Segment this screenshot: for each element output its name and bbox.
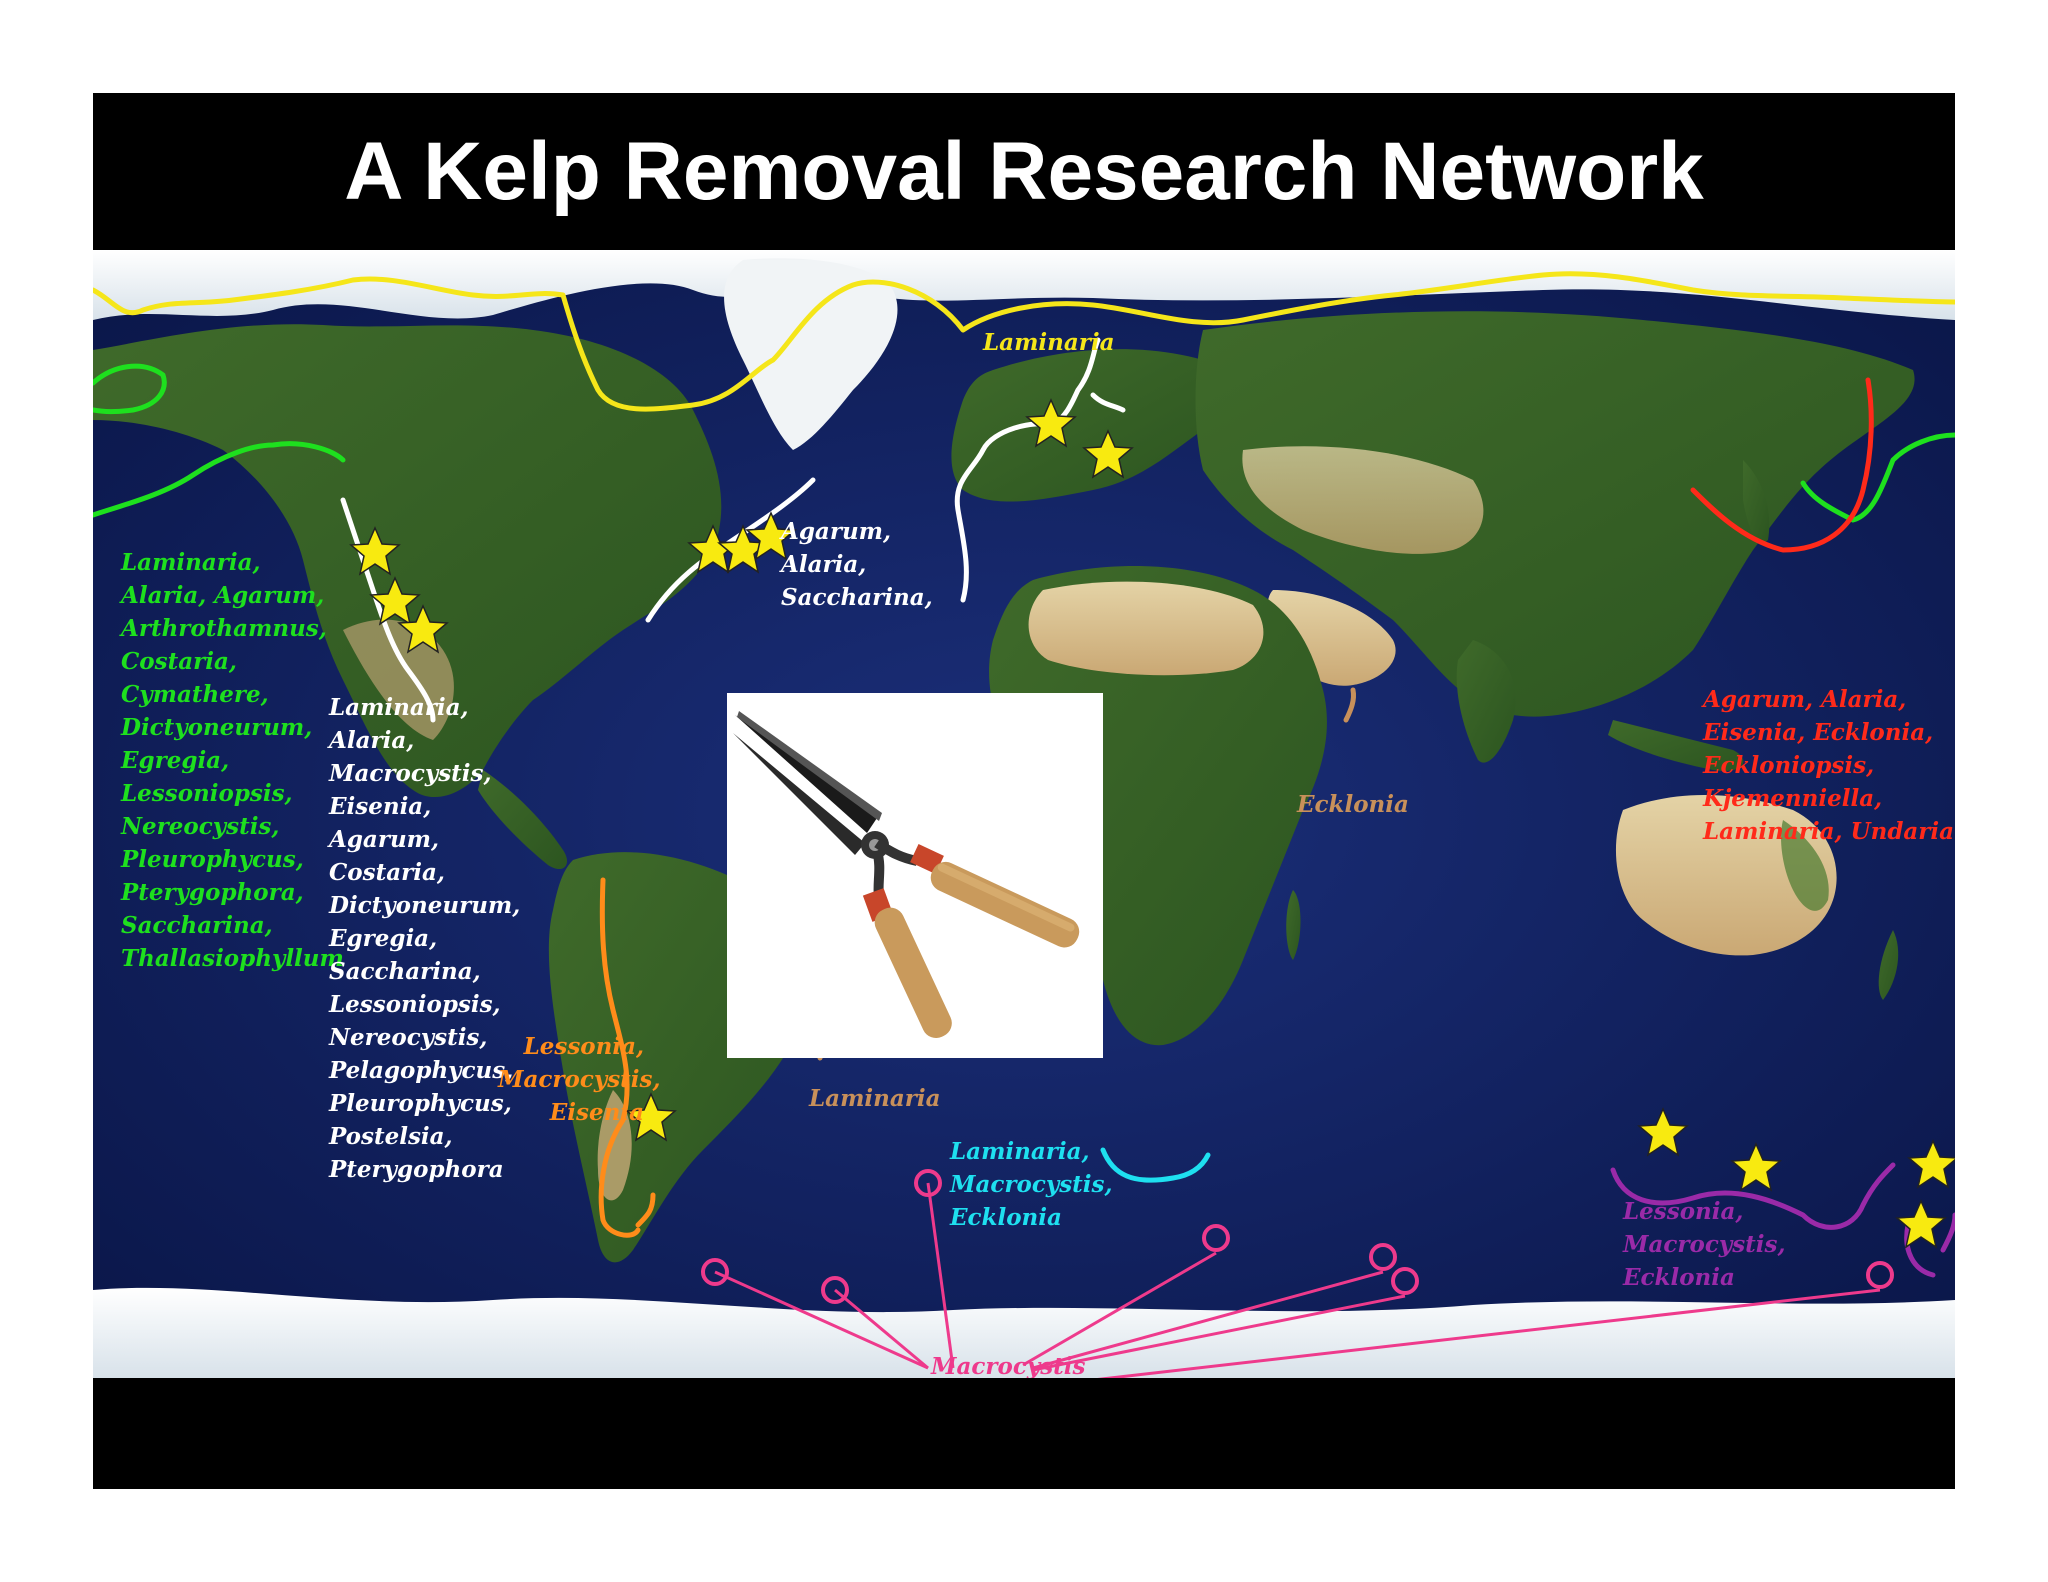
pink-circle-6: [1391, 1267, 1419, 1295]
star-icon: [1637, 1107, 1689, 1157]
label-south-africa: Laminaria, Macrocystis, Ecklonia: [950, 1138, 1113, 1231]
star-icon: [1895, 1199, 1947, 1249]
label-ne-pacific-white: Laminaria, Alaria, Macrocystis, Eisenia,…: [329, 694, 521, 1183]
page-title: A Kelp Removal Research Network: [344, 125, 1704, 217]
orange-range-line-cape-horn: [635, 1192, 656, 1228]
central-asia-desert: [1242, 446, 1484, 554]
white-range-line-nw-atlantic: [645, 477, 816, 623]
new-zealand: [1878, 930, 1899, 1000]
star-icon: [369, 576, 421, 626]
pink-circle-3: [914, 1169, 942, 1197]
pink-circle-1: [701, 1258, 729, 1286]
research-sites: [349, 398, 1955, 1249]
pink-line-3: [926, 1182, 955, 1369]
bottom-bar: [93, 1378, 1955, 1489]
star-icon: [1025, 398, 1077, 448]
white-range-line-ne-pacific: [340, 497, 436, 723]
pink-circle-5: [1369, 1243, 1397, 1271]
label-ne-pacific-green: Laminaria, Alaria, Agarum, Arthrothamnus…: [121, 549, 344, 972]
sahara: [1028, 581, 1264, 676]
north-america: [93, 324, 722, 798]
star-icon: [1907, 1139, 1955, 1189]
tan-range-line-arabia: [1343, 687, 1356, 723]
pink-line-7: [1097, 1288, 1881, 1378]
india: [1456, 640, 1516, 763]
star-icon: [625, 1092, 677, 1142]
pink-line-6: [1032, 1294, 1406, 1372]
label-southern-ocean: Macrocystis: [931, 1353, 1086, 1378]
slide: A Kelp Removal Research Network: [93, 93, 1955, 1489]
orange-range-line: [598, 877, 641, 1238]
red-range-line: [1690, 377, 1874, 553]
star-icon: [349, 526, 401, 576]
shears-icon: [727, 693, 1103, 1058]
macrocystis-lines: [714, 1182, 1881, 1378]
label-arabia: Ecklonia: [1297, 791, 1409, 818]
australia-east-coast: [1781, 820, 1829, 911]
pink-circle-7: [1866, 1261, 1894, 1289]
japan: [1743, 460, 1770, 543]
green-range-line-aleutian: [93, 363, 167, 414]
antarctic-ice: [93, 1287, 1955, 1378]
star-icon: [1082, 429, 1134, 479]
star-icon: [397, 604, 449, 654]
label-brazil: Laminaria: [809, 1085, 941, 1112]
pink-line-1: [714, 1270, 929, 1370]
yellow-range-line: [93, 271, 1955, 412]
pink-line-2: [834, 1288, 929, 1370]
pink-line-5: [1032, 1270, 1384, 1370]
greenland: [724, 258, 898, 450]
label-nw-pacific: Agarum, Alaria, Eisenia, Ecklonia, Ecklo…: [1703, 686, 1955, 845]
title-bar: A Kelp Removal Research Network: [93, 93, 1955, 250]
star-icon: [1730, 1142, 1782, 1192]
green-range-line-kamchatka: [1800, 432, 1955, 523]
world-map: Laminaria Laminaria, Alaria, Agarum, Art…: [93, 250, 1955, 1378]
pink-circle-4: [1202, 1224, 1230, 1252]
macrocystis-sites: [701, 1169, 1894, 1304]
africa: [989, 566, 1327, 1046]
indonesia: [1608, 720, 1744, 771]
asia: [1195, 311, 1915, 717]
pink-circle-2: [821, 1276, 849, 1304]
cyan-range-line: [1100, 1147, 1211, 1183]
white-range-line-ne-atlantic: [954, 337, 1126, 603]
label-arctic-atlantic: Laminaria: [983, 329, 1115, 356]
purple-range-line-australia: [1610, 1162, 1896, 1230]
star-icon: [745, 511, 797, 561]
label-australasia: Lessonia, Macrocystis, Ecklonia: [1623, 1198, 1786, 1291]
pink-line-4: [1022, 1251, 1217, 1367]
purple-range-line-nz: [1904, 1212, 1955, 1278]
central-america: [478, 770, 568, 870]
europe: [951, 349, 1226, 502]
shears-image: [727, 693, 1103, 1058]
madagascar: [1286, 890, 1301, 960]
arctic-ice: [93, 250, 1955, 320]
label-nw-atlantic: Agarum, Alaria, Saccharina,: [781, 518, 933, 611]
green-range-line-alaska: [93, 441, 346, 518]
label-chile: Lessonia, Macrocystis, Eisenia: [498, 1033, 661, 1126]
na-desert: [343, 619, 454, 740]
